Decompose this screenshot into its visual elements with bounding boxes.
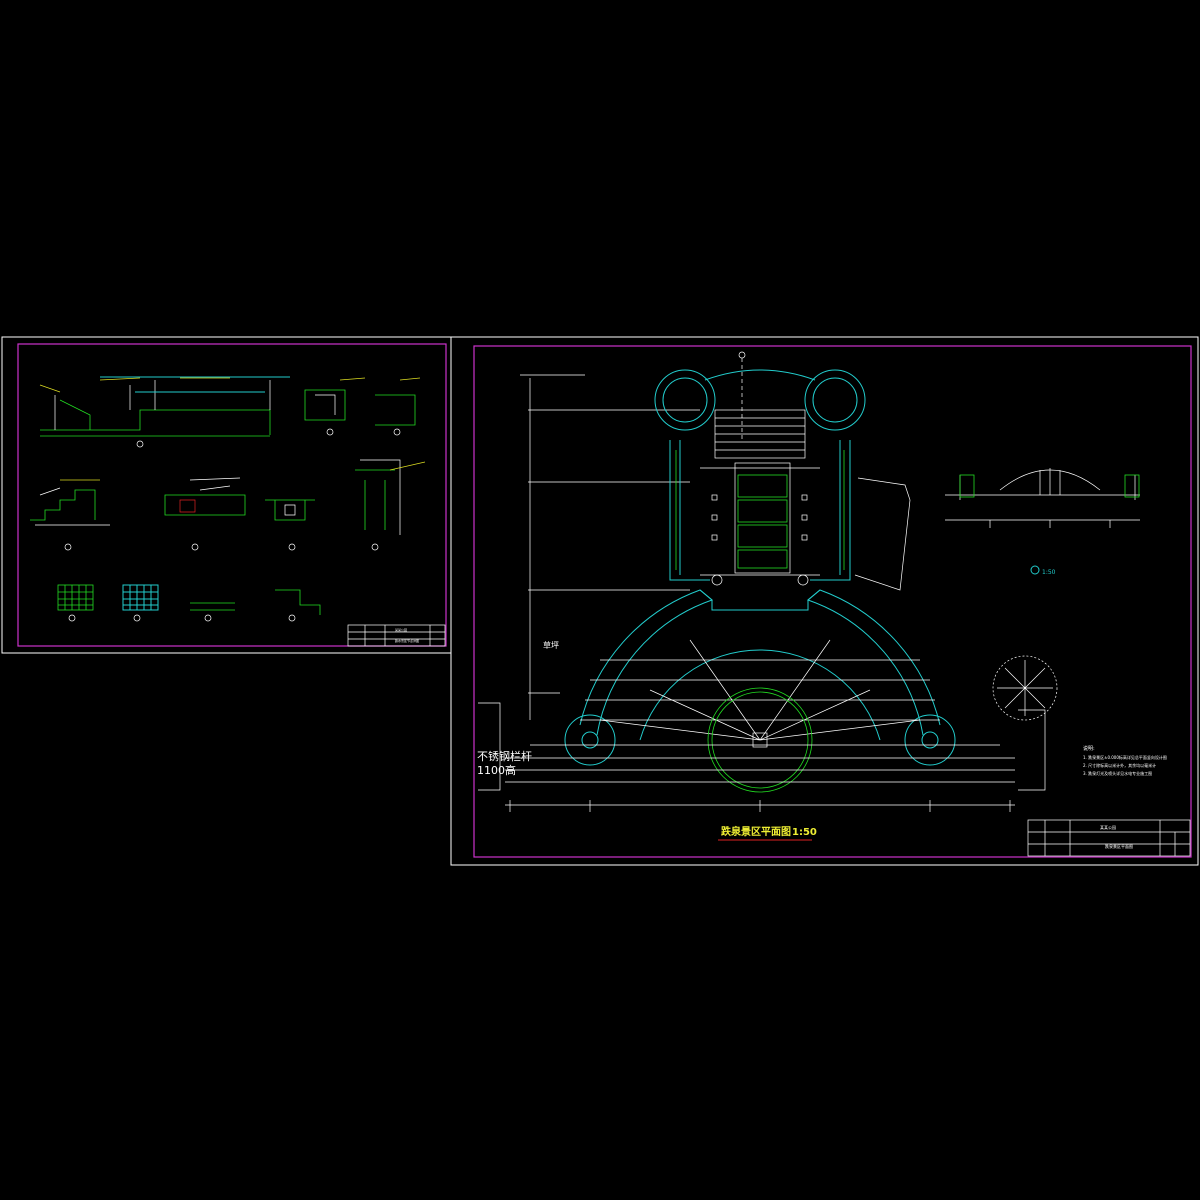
left-dimension-line <box>520 374 585 720</box>
detail-wall-section <box>164 477 246 551</box>
right-sheet-frame <box>450 336 1199 866</box>
section-scale: 1:50 <box>1042 569 1056 576</box>
top-structure <box>654 351 866 586</box>
notes-heading: 说明: <box>1083 745 1095 752</box>
right-sheet-inner-frame <box>473 345 1192 858</box>
plan-title-group: 跌泉景区平面图 1:50 <box>718 825 817 841</box>
detail-stair-section <box>30 479 110 551</box>
arch-plaza <box>564 589 956 793</box>
right-sheet: 不锈钢栏杆 1100高 草坪 1:50 跌泉景区平面图 1:50 说明: 1. … <box>450 336 1199 866</box>
detail-pit-section <box>265 499 315 551</box>
detail-small-sections-top <box>304 377 421 436</box>
lawn-label: 草坪 <box>543 640 559 650</box>
note-2: 2. 尺寸除标高以米计外，其余均以毫米计 <box>1083 762 1156 768</box>
left-sheet: 某某公园 跌水景区节点详图 <box>1 336 452 654</box>
railing-label-line2: 1100高 <box>477 763 516 777</box>
right-title-block: 某某公园 跌泉景区平面图 <box>1027 819 1191 857</box>
left-sheet-inner-frame <box>17 343 447 647</box>
tree-symbol <box>992 655 1058 721</box>
right-title-block-project: 某某公园 <box>1100 824 1116 830</box>
fountain-elevation <box>945 468 1140 575</box>
side-path <box>854 477 911 591</box>
right-title-block-drawing-name: 跌泉景区平面图 <box>1105 843 1133 849</box>
left-title-block: 某某公园 跌水景区节点详图 <box>347 624 446 647</box>
bottom-steps <box>478 702 1046 812</box>
grid-lines-left <box>528 409 700 694</box>
detail-grating-plans <box>57 584 321 622</box>
plan-scale: 1:50 <box>792 827 817 838</box>
left-title-block-project: 某某公园 <box>395 627 407 632</box>
railing-label-line1: 不锈钢栏杆 <box>477 749 532 763</box>
detail-long-section <box>39 376 290 448</box>
plan-title: 跌泉景区平面图 <box>721 825 791 838</box>
notes-block: 说明: 1. 跌泉景区±0.000标高详见总平面竖向设计图 2. 尺寸除标高以米… <box>1083 745 1167 776</box>
note-3: 3. 跌泉灯光及喷头详见水电专业施工图 <box>1083 770 1152 776</box>
detail-column-section <box>355 459 426 551</box>
note-1: 1. 跌泉景区±0.000标高详见总平面竖向设计图 <box>1083 754 1167 760</box>
left-title-block-drawing-name: 跌水景区节点详图 <box>395 638 419 643</box>
